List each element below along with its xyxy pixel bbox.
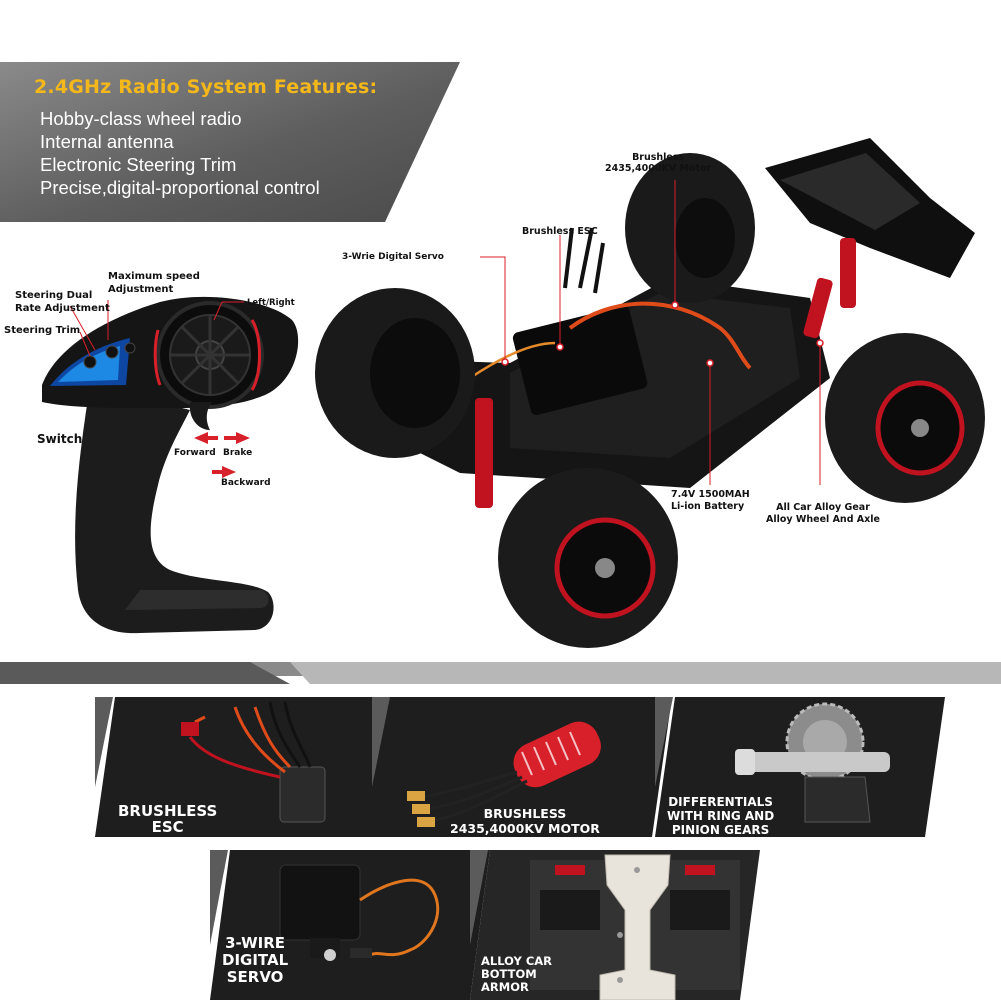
car-callouts bbox=[480, 180, 824, 485]
steering-dual-label: Steering Dual Rate Adjustment bbox=[15, 290, 110, 314]
rc-car-image bbox=[315, 138, 985, 648]
feature-item: Precise,digital-proportional control bbox=[40, 177, 320, 198]
card-motor bbox=[372, 697, 672, 837]
brake-label: Brake bbox=[223, 448, 253, 458]
card-esc bbox=[95, 697, 395, 837]
battery-label: 7.4V 1500MAH Li-ion Battery bbox=[671, 489, 750, 512]
transmitter-callouts bbox=[69, 300, 250, 478]
card-motor-label: BRUSHLESS 2435,4000KV MOTOR bbox=[450, 806, 600, 836]
card-servo bbox=[210, 850, 490, 1000]
esc-label: Brushless ESC bbox=[522, 226, 598, 237]
backward-label: Backward bbox=[221, 478, 271, 488]
gear-label: All Car Alloy Gear Alloy Wheel And Axle bbox=[766, 502, 880, 525]
features-banner bbox=[0, 62, 460, 222]
card-servo-label: 3-WIRE DIGITAL SERVO bbox=[222, 934, 289, 986]
card-armor bbox=[470, 850, 760, 1000]
forward-label: Forward bbox=[174, 448, 216, 458]
left-right-label: Left/Right bbox=[247, 298, 295, 308]
feature-item: Electronic Steering Trim bbox=[40, 154, 237, 175]
motor-label: Brushless 2435,4000KV Motor bbox=[605, 152, 712, 174]
card-differential-label: DIFFERENTIALS WITH RING AND PINION GEARS bbox=[667, 795, 775, 837]
card-differential bbox=[655, 697, 945, 837]
servo-label: 3-Wrie Digital Servo bbox=[342, 252, 444, 262]
feature-item: Hobby-class wheel radio bbox=[40, 108, 242, 129]
max-speed-label: Maximum speed Adjustment bbox=[108, 271, 200, 295]
feature-item: Internal antenna bbox=[40, 131, 174, 152]
transmitter-image bbox=[42, 296, 299, 634]
steering-trim-label: Steering Trim bbox=[4, 325, 81, 336]
card-esc-label: BRUSHLESS ESC bbox=[118, 802, 218, 836]
switch-label: Switch bbox=[37, 432, 83, 446]
section-divider bbox=[0, 662, 1001, 684]
banner-title: 2.4GHz Radio System Features: bbox=[34, 76, 378, 98]
card-armor-label: ALLOY CAR BOTTOM ARMOR bbox=[481, 954, 553, 994]
